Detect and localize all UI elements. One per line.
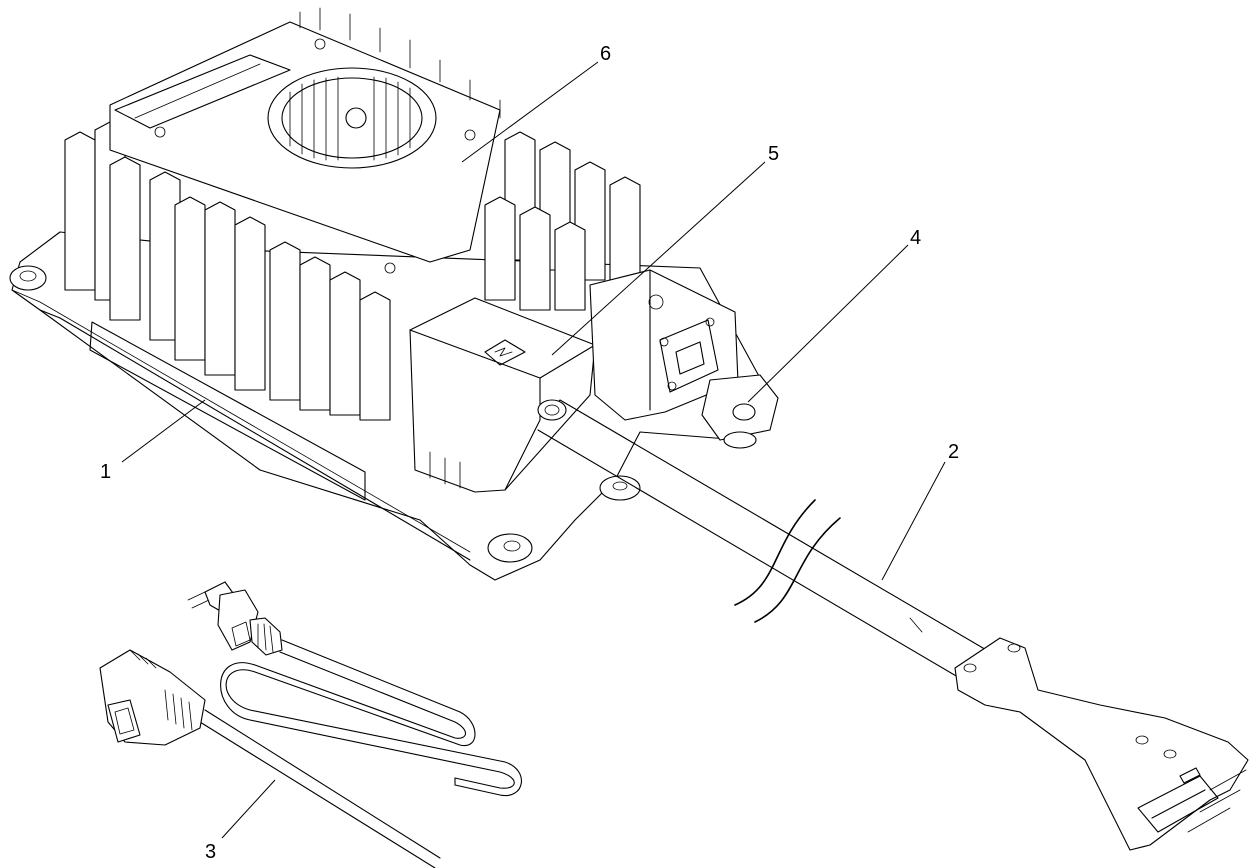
leader-line-4	[747, 244, 909, 403]
cable-break-mark	[734, 499, 816, 606]
callout-labels: 1 2 3 4 5 6	[100, 43, 959, 863]
ac-plug	[187, 581, 283, 656]
top-cover-fan-housing	[109, 21, 501, 274]
warning-triangle-icon	[484, 339, 526, 366]
callout-leaders	[121, 61, 946, 839]
dc-output-cable	[537, 399, 1249, 851]
dc-battery-connector	[954, 637, 1249, 851]
top-fin-tips	[299, 7, 501, 119]
product-label	[89, 321, 366, 501]
callout-3: 3	[205, 841, 216, 863]
leader-line-2	[881, 461, 946, 581]
charger-unit	[9, 7, 779, 581]
ac-inlet-box	[589, 269, 739, 421]
leader-line-6	[461, 61, 599, 163]
callout-2: 2	[948, 441, 959, 463]
leader-line-5	[551, 161, 766, 356]
callout-6: 6	[600, 43, 611, 65]
heat-sink-fins-right	[484, 131, 641, 311]
heat-sink-fins-left	[64, 121, 391, 421]
leader-line-3	[221, 779, 276, 839]
ac-power-cord	[99, 581, 522, 868]
callout-4: 4	[910, 227, 921, 249]
callout-5: 5	[768, 143, 779, 165]
callout-1: 1	[100, 461, 111, 483]
leader-line-1	[121, 399, 206, 463]
fan-grille-slats	[289, 76, 411, 161]
dc-output-junction-box	[409, 297, 596, 493]
iec-right-angle-connector	[99, 649, 206, 746]
